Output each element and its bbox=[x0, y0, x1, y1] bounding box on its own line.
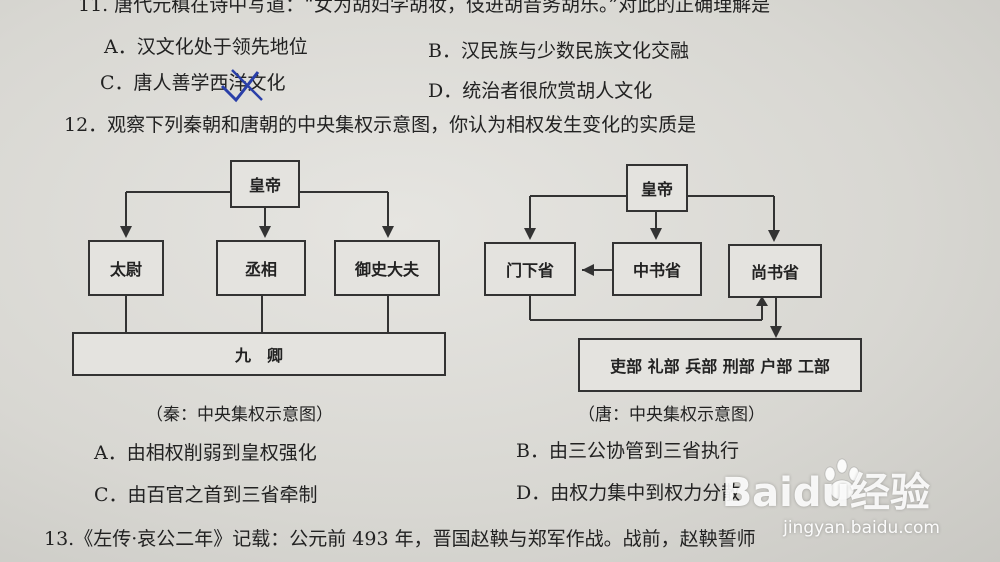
tang-six-ministries-box: 吏部 礼部 兵部 刑部 户部 工部 bbox=[578, 338, 862, 392]
q11-option-d: D．统治者很欣赏胡人文化 bbox=[428, 80, 653, 102]
q12-option-b: B．由三公协管到三省执行 bbox=[516, 440, 739, 462]
tang-shangshu-box: 尚书省 bbox=[728, 244, 822, 298]
q11-stem: 11. 唐代元稹在诗中写道：“女为胡妇学胡妆，伎进胡音务胡乐。”对此的正确理解是 bbox=[78, 0, 771, 16]
qin-caption: （秦：中央集权示意图） bbox=[146, 405, 333, 425]
q12-option-d: D．由权力集中到权力分散 bbox=[516, 482, 741, 504]
q12-option-a: A．由相权削弱到皇权强化 bbox=[94, 442, 317, 464]
qin-chengxiang-box: 丞相 bbox=[216, 240, 306, 296]
q11-option-a: A．汉文化处于领先地位 bbox=[104, 36, 308, 58]
tang-emperor-box: 皇帝 bbox=[626, 164, 688, 212]
baidu-jingyan-logo: Baidu经验 bbox=[721, 470, 930, 516]
qin-yushi-box: 御史大夫 bbox=[334, 240, 440, 296]
q11-option-b: B．汉民族与少数民族文化交融 bbox=[428, 40, 689, 62]
qin-jiuqing-box: 九 卿 bbox=[72, 332, 446, 376]
watermark-url: jingyan.baidu.com bbox=[783, 518, 940, 538]
q12-stem: 12．观察下列秦朝和唐朝的中央集权示意图，你认为相权发生变化的实质是 bbox=[64, 114, 697, 136]
q12-option-c: C．由百官之首到三省牵制 bbox=[94, 484, 318, 506]
tang-zhongshu-box: 中书省 bbox=[612, 242, 702, 296]
tang-caption: （唐：中央集权示意图） bbox=[578, 405, 765, 425]
qin-taiwei-box: 太尉 bbox=[88, 240, 164, 296]
qin-emperor-box: 皇帝 bbox=[230, 160, 300, 208]
tang-menxia-box: 门下省 bbox=[484, 242, 576, 296]
baidu-paw-icon bbox=[824, 458, 860, 501]
q13-stem: 13.《左传·哀公二年》记载：公元前 493 年，晋国赵鞅与郑军作战。战前，赵鞅… bbox=[44, 528, 756, 550]
